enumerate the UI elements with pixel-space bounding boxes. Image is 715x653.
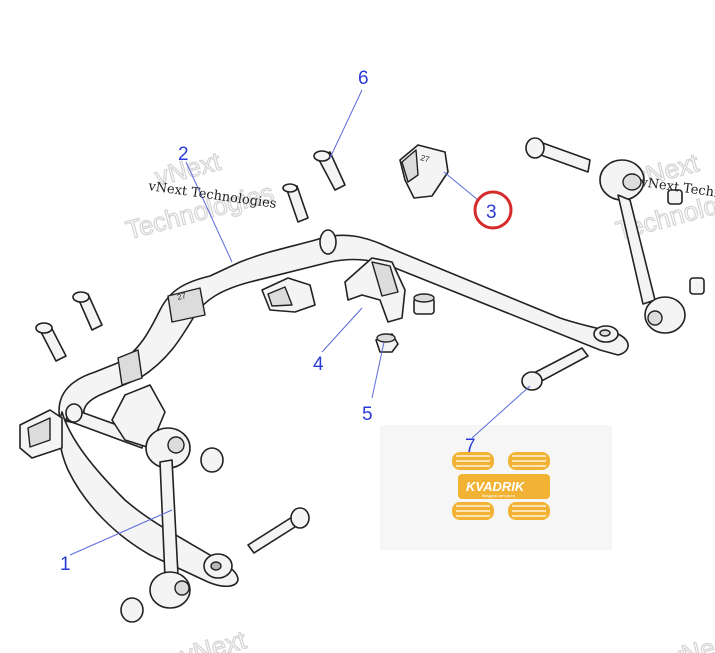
left-bushing xyxy=(19,409,63,459)
watermark-bottom: vNext vNe xyxy=(176,624,715,653)
part-4-bracket xyxy=(261,257,406,323)
logo-wheel-tl xyxy=(452,452,494,470)
part-7-bolt xyxy=(521,347,589,391)
logo-wheel-br xyxy=(508,502,550,520)
watermark-bottom-left: vNext xyxy=(177,624,250,653)
logo-banner xyxy=(458,474,550,499)
bolt-6a xyxy=(313,150,346,191)
callout-6[interactable]: 6 xyxy=(358,68,369,89)
bolt-6b xyxy=(282,183,309,223)
right-link xyxy=(599,159,705,334)
callout-5[interactable]: 5 xyxy=(362,404,373,425)
watermark-bottom-right: vNe xyxy=(666,632,715,653)
part-6-bolts xyxy=(35,150,346,362)
callout-7[interactable]: 7 xyxy=(465,436,476,457)
logo-wheel-tr xyxy=(508,452,550,470)
callout-1[interactable]: 1 xyxy=(60,554,71,575)
logo-name: KVADRIK xyxy=(466,479,526,494)
logo-wheel-bl xyxy=(452,502,494,520)
part-3-bushing: 27 xyxy=(399,144,449,199)
bar-bushing-mark: 27 xyxy=(176,291,187,302)
callout-4[interactable]: 4 xyxy=(313,354,324,375)
bolt-6c xyxy=(72,291,103,331)
bolt-6d xyxy=(35,322,67,362)
callout-3-highlight-ring xyxy=(473,190,513,230)
callout-2[interactable]: 2 xyxy=(178,144,189,165)
part-3-mark: 27 xyxy=(419,153,430,164)
lower-bolt xyxy=(247,507,310,554)
right-link-bolt xyxy=(525,137,591,173)
logo-tagline: Квадрик запчасти xyxy=(482,493,515,498)
part-5-bushing xyxy=(375,333,399,353)
kvadrik-logo: KVADRIK Квадрик запчасти xyxy=(452,452,550,520)
part-4-small-bushing xyxy=(413,293,435,315)
left-link xyxy=(65,384,224,623)
leader-lines xyxy=(69,89,531,556)
stabilizer-bar: 27 xyxy=(58,229,629,588)
callout-3[interactable]: 3 xyxy=(486,202,497,223)
